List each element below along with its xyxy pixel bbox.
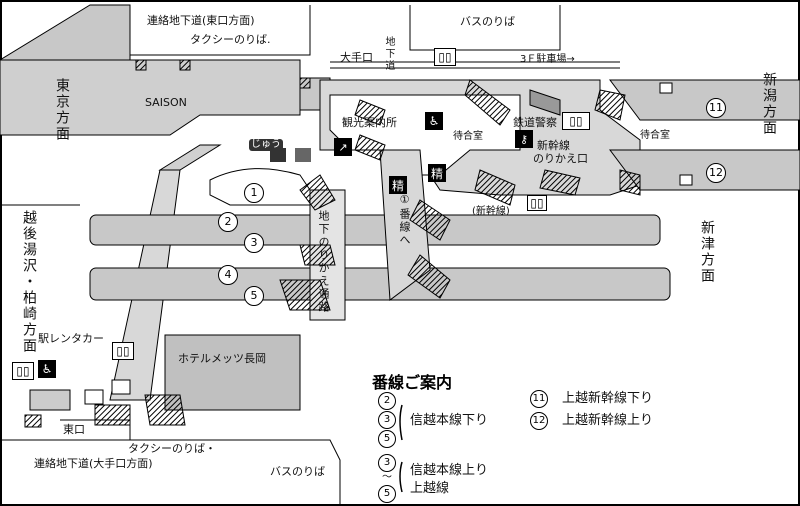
legend-number-5: 5 [378, 430, 396, 448]
hotel-label: ホテルメッツ長岡 [178, 352, 266, 365]
tunnel-east-label: 連絡地下道(東口方面) [147, 14, 255, 27]
otemon-label: 大手口 [340, 51, 373, 64]
platform-number-5: 5 [244, 286, 264, 306]
legend-joetsu-line: 上越線 [410, 481, 450, 496]
fare-adjustment-icon: 精 [389, 176, 407, 194]
taxi-bottom-label: タクシーのりば・ [128, 442, 216, 455]
bus-top-label: バスのりば [460, 15, 515, 28]
info-arrow-icon: ↗ [334, 138, 352, 156]
legend-number-2: 2 [378, 392, 396, 410]
platform-number-11: 11 [706, 98, 726, 118]
platform-1-way-label: ①番線へ [398, 193, 411, 247]
legend-title: 番線ご案内 [372, 373, 453, 392]
platform-number-12: 12 [706, 163, 726, 183]
shinkansen-paren-label: (新幹線) [472, 206, 510, 217]
wheelchair-icon: ♿ [38, 360, 56, 378]
toilet-icon: ▯▯ [434, 48, 456, 66]
legend-number-3b: 3 [378, 454, 396, 472]
platform-number-4: 4 [218, 265, 238, 285]
legend-range-sep: ～ [382, 472, 392, 483]
wheelchair-icon: ♿ [425, 112, 443, 130]
east-exit-label: 東口 [63, 423, 85, 436]
taxi-top-label: タクシーのりば. [190, 33, 271, 46]
niitsu-direction-label: 新津方面 [699, 220, 715, 284]
legend-shinetsu-down: 信越本線下り [410, 413, 489, 428]
key-icon: ⚷ [515, 130, 533, 148]
legend-joetsu-shinkansen-down: 上越新幹線下り [562, 391, 654, 406]
saison-label: SAISON [145, 96, 187, 109]
underground-passage-label: 地下道 [383, 36, 394, 72]
platform-number-1: 1 [244, 183, 264, 203]
legend-joetsu-shinkansen-up: 上越新幹線上り [562, 413, 654, 428]
niigata-direction-label: 新潟方面 [761, 72, 777, 136]
toilet-icon: ▯▯ [527, 195, 547, 211]
platform-number-2: 2 [218, 212, 238, 232]
toilet-icon: ▯▯ [112, 342, 134, 360]
tunnel-otemon-label: 連絡地下道(大手口方面) [34, 457, 153, 470]
legend-number-5b: 5 [378, 485, 396, 503]
waiting-room-1-label: 待合室 [453, 131, 483, 142]
underground-transfer-label: 地下のりかえ通路 [317, 210, 330, 314]
shinkansen-transfer-label-2: のりかえ口 [533, 152, 588, 165]
shinkansen-transfer-label-1: 新幹線 [537, 139, 570, 152]
legend-number-11: 11 [530, 390, 548, 408]
legend-number-12: 12 [530, 412, 548, 430]
fare-adjustment-icon: 精 [428, 164, 446, 182]
parking-label: 3Ｆ駐車場→ [520, 54, 575, 65]
toilet-icon: ▯▯ [562, 112, 590, 130]
tourist-info-label: 観光案内所 [342, 116, 397, 129]
rail-police-label: 鉄道警察 [513, 116, 557, 129]
kiosk-sign: じゅう [249, 139, 283, 151]
bus-bottom-label: バスのりば [270, 465, 325, 478]
toilet-icon: ▯▯ [12, 362, 34, 380]
waiting-room-2-label: 待合室 [640, 130, 670, 141]
legend-number-3: 3 [378, 411, 396, 429]
platform-number-3: 3 [244, 233, 264, 253]
echigo-direction-label: 越後湯沢・柏崎方面 [21, 210, 37, 354]
legend-shinetsu-up: 信越本線上り [410, 463, 489, 478]
rent-a-car-label: 駅レンタカー [38, 332, 104, 345]
tokyo-direction-label: 東京方面 [54, 78, 70, 142]
